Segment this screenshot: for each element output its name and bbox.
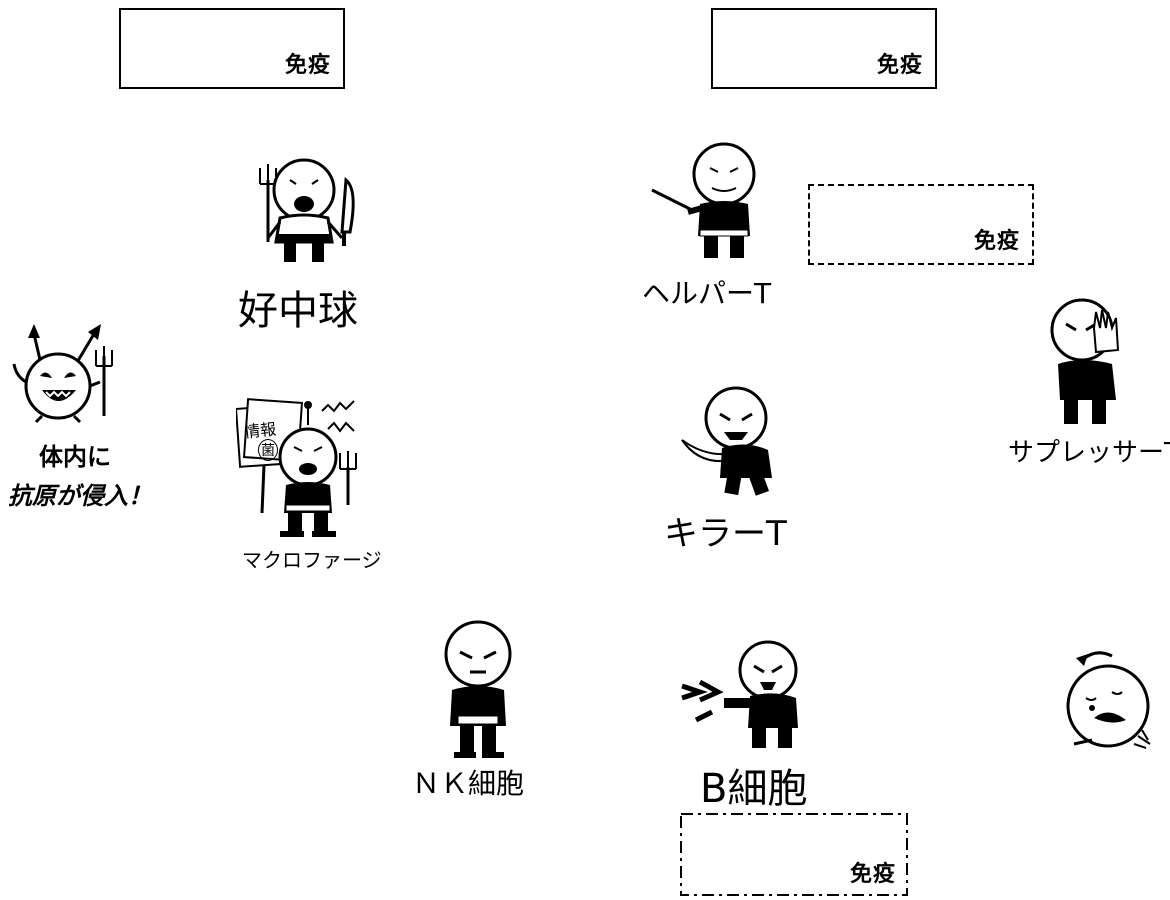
immune-box-3: 免疫 [808,184,1034,265]
killer-t-figure [680,378,800,498]
macrophage-sign-text-2: 菌 [258,439,278,461]
neutrophil-figure [246,150,366,270]
neutrophil-label: 好中球 [238,288,358,334]
b-cell-figure [678,636,828,756]
immune-box-2: 免疫 [711,8,937,89]
nk-cell-label: ＮＫ細胞 [412,767,525,800]
immune-box-1: 免疫 [119,8,345,89]
immune-box-label: 免疫 [849,862,896,887]
antigen-figure [6,316,126,426]
immune-box-label: 免疫 [876,53,923,78]
antigen-caption-line1: 体内に [39,443,111,471]
macrophage-label: マクロファージ [242,548,382,572]
helper-t-figure [648,138,778,268]
b-cell-label: B細胞 [700,766,808,812]
helper-t-label: ヘルパーT [642,277,772,310]
defeated-antigen-figure [1052,636,1162,756]
immune-box-label: 免疫 [284,53,331,78]
suppressor-t-figure [1036,290,1146,430]
macrophage-sign-text-1: 情報 [243,419,278,442]
suppressor-t-label: サプレッサーT [1008,438,1170,468]
nk-cell-figure [428,612,528,762]
killer-t-label: キラーT [664,514,787,554]
dashdot-border [680,813,908,896]
immune-box-label: 免疫 [973,229,1020,254]
macrophage-figure: 情報 菌 [234,395,366,540]
antigen-caption-line2: 抗原が侵入！ [8,482,152,510]
immune-box-4: 免疫 [680,813,908,896]
